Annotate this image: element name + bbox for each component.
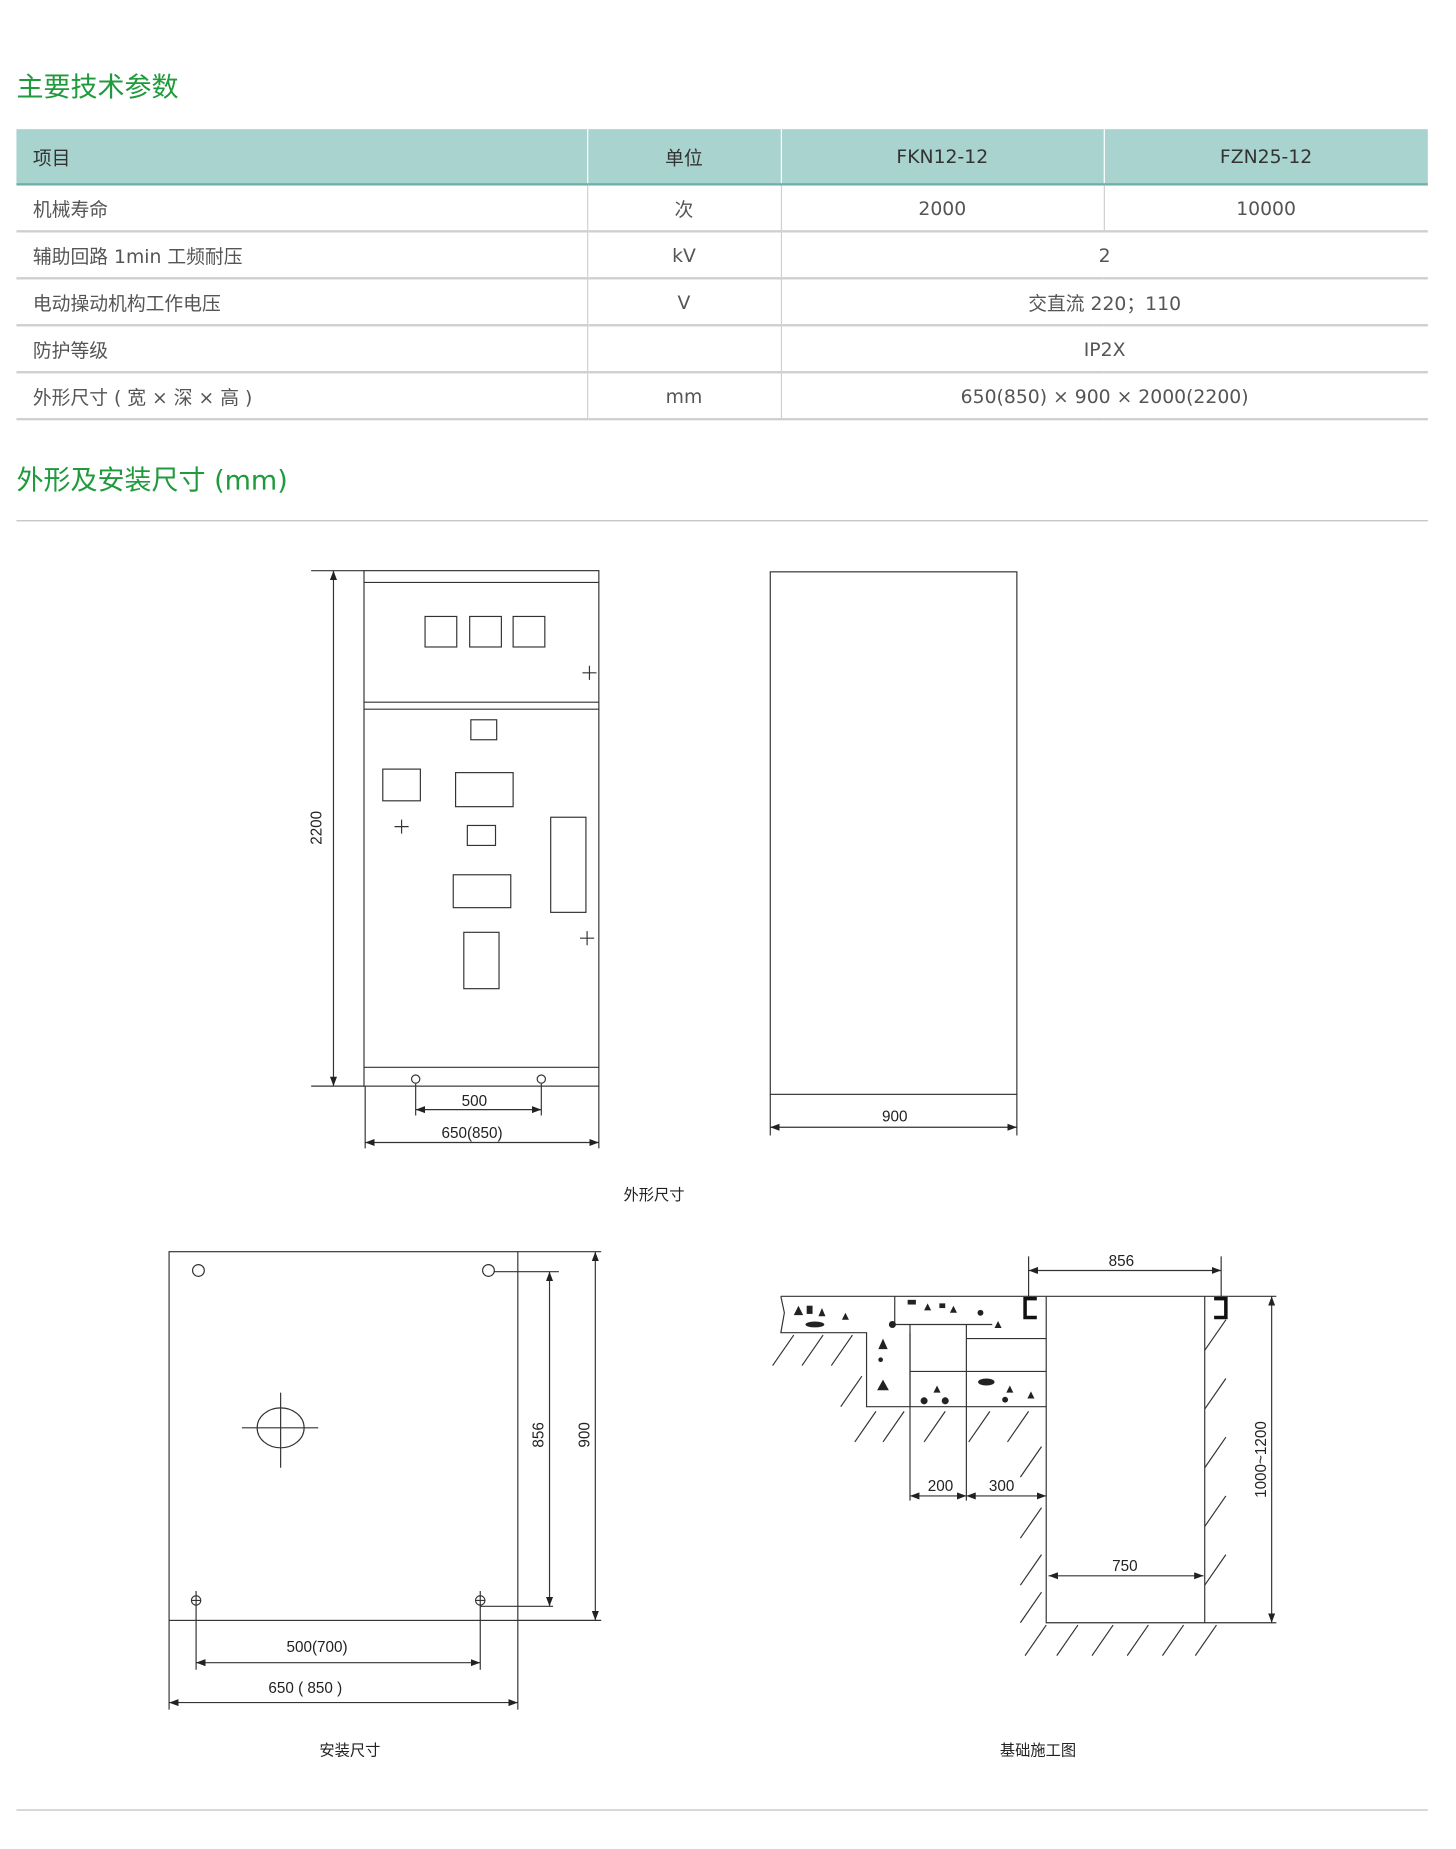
dim-hole-spacing: 500 — [462, 1093, 487, 1110]
cell-item: 辅助回路 1min 工频耐压 — [16, 231, 588, 280]
dim-found-200: 200 — [928, 1478, 953, 1495]
cell-item: 机械寿命 — [16, 184, 588, 233]
caption-outline: 外形尺寸 — [624, 1187, 685, 1204]
cell-value: 10000 — [1103, 184, 1428, 233]
dim-install-900: 900 — [576, 1422, 593, 1447]
divider — [16, 520, 1428, 522]
table-header-row: 项目 单位 FKN12-12 FZN25-12 — [16, 129, 1428, 186]
header-fkn: FKN12-12 — [780, 129, 1104, 186]
dim-side-depth: 900 — [882, 1108, 907, 1125]
cell-value: 650(850) × 900 × 2000(2200) — [780, 372, 1428, 421]
cell-unit: kV — [586, 231, 781, 280]
caption-install: 安装尺寸 — [319, 1742, 380, 1759]
cell-item: 外形尺寸 ( 宽 × 深 × 高 ) — [16, 372, 588, 421]
table-row: 辅助回路 1min 工频耐压 kV 2 — [16, 231, 1428, 280]
dim-found-depth: 1000~1200 — [1253, 1421, 1270, 1498]
aggregate-dots — [793, 1299, 1035, 1405]
cell-value: IP2X — [780, 325, 1428, 374]
dim-front-height: 2200 — [309, 811, 326, 845]
dim-install-w2: 650 ( 850 ) — [268, 1680, 342, 1697]
table-row: 机械寿命 次 2000 10000 — [16, 184, 1428, 233]
header-fzn: FZN25-12 — [1103, 129, 1428, 186]
table-row: 电动操动机构工作电压 V 交直流 220；110 — [16, 278, 1428, 327]
cell-unit: mm — [586, 372, 781, 421]
header-item: 项目 — [16, 129, 588, 186]
params-table: 项目 单位 FKN12-12 FZN25-12 机械寿命 次 2000 1000… — [16, 129, 1428, 421]
divider — [16, 1809, 1428, 1811]
cell-unit: 次 — [586, 184, 781, 233]
foundation-drawing — [772, 1256, 1277, 1656]
cell-value: 交直流 220；110 — [780, 278, 1428, 327]
install-view-drawing — [168, 1251, 602, 1710]
caption-foundation: 基础施工图 — [1000, 1742, 1076, 1759]
dim-found-300: 300 — [989, 1478, 1014, 1495]
dim-install-w1: 500(700) — [287, 1639, 348, 1656]
section-title-params: 主要技术参数 — [16, 72, 179, 104]
cell-unit — [586, 325, 781, 374]
cell-unit: V — [586, 278, 781, 327]
cell-value: 2 — [780, 231, 1428, 280]
side-view-drawing — [769, 571, 1018, 1136]
table-row: 防护等级 IP2X — [16, 325, 1428, 374]
cell-item: 电动操动机构工作电压 — [16, 278, 588, 327]
front-view-drawing — [311, 570, 600, 1149]
cell-value: 2000 — [780, 184, 1104, 233]
dim-found-750: 750 — [1112, 1558, 1137, 1575]
dim-found-856: 856 — [1109, 1253, 1134, 1270]
header-unit: 单位 — [586, 129, 781, 186]
table-row: 外形尺寸 ( 宽 × 深 × 高 ) mm 650(850) × 900 × 2… — [16, 372, 1428, 421]
section-title-dims: 外形及安装尺寸 (mm) — [16, 466, 288, 497]
dim-front-width: 650(850) — [442, 1125, 503, 1142]
dim-install-856: 856 — [531, 1422, 548, 1447]
cell-item: 防护等级 — [16, 325, 588, 374]
